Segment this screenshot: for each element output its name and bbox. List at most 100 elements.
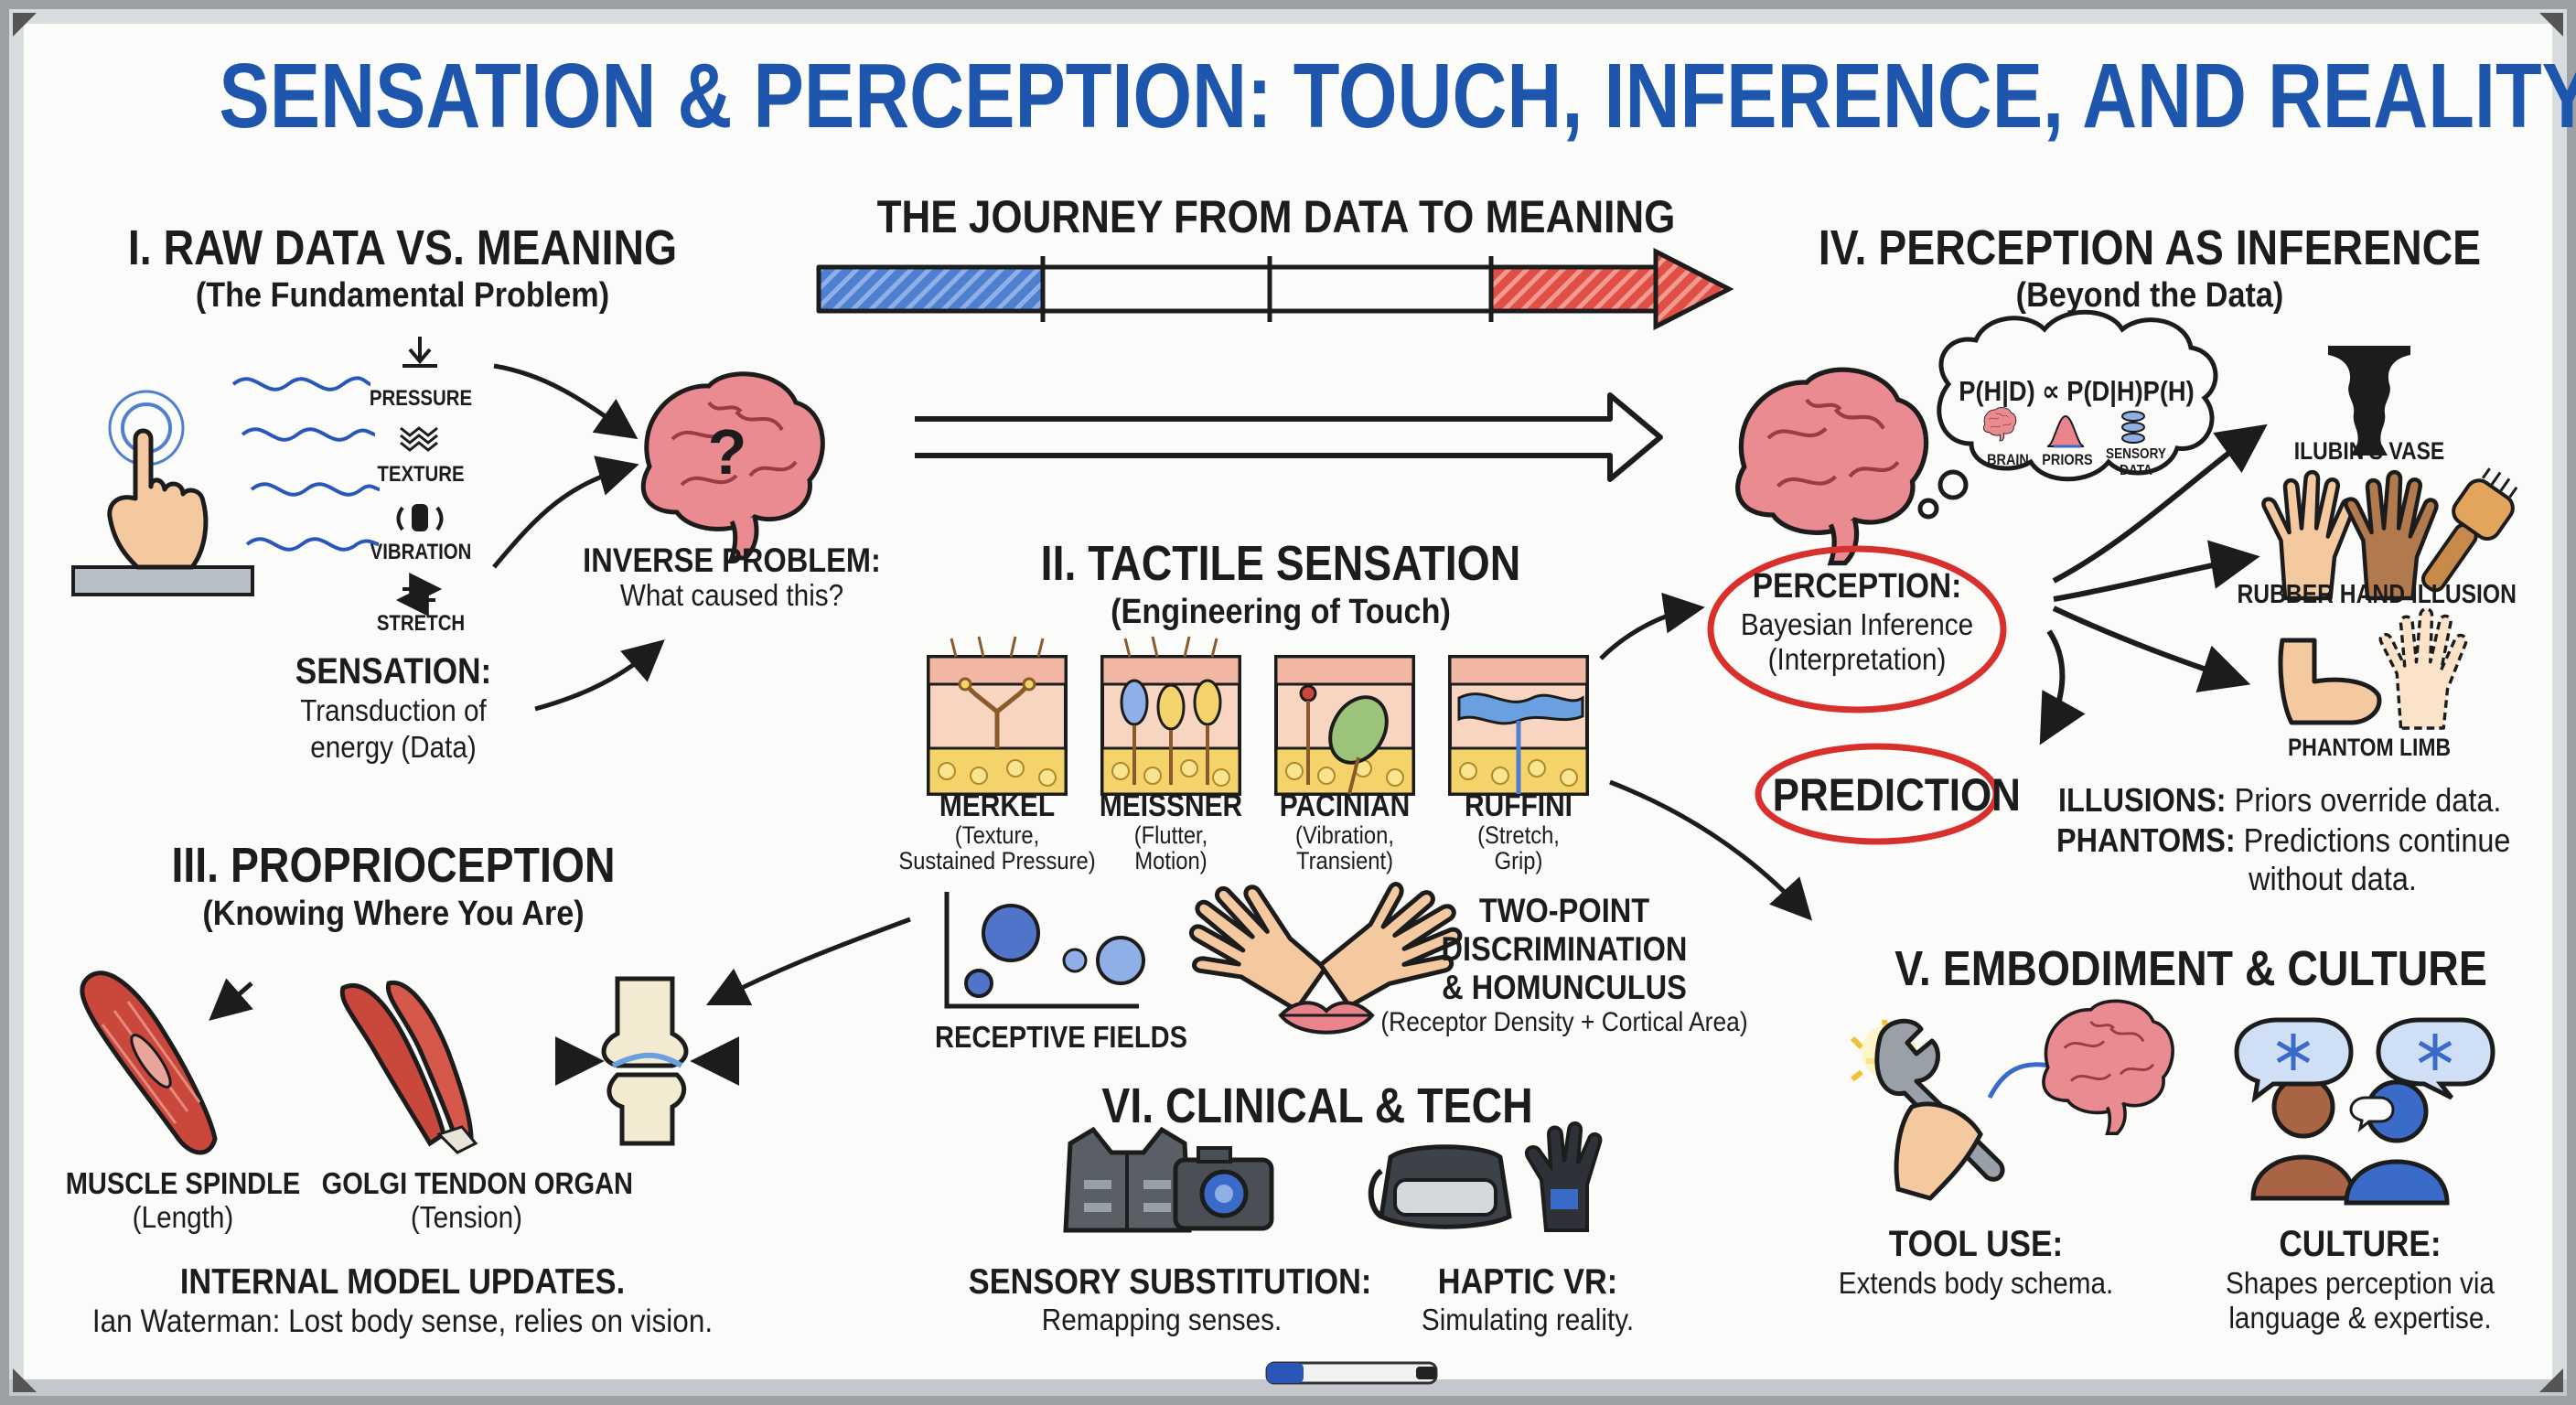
inverse-problem-title: INVERSE PROBLEM: [583, 542, 881, 579]
whiteboard-marker-icon[interactable] [1265, 1361, 1438, 1385]
knee-joint-icon [554, 976, 740, 1146]
section-4-subheading: (Beyond the Data) [2015, 276, 2284, 315]
section-2-heading: II. TACTILE SENSATION [1040, 536, 1521, 591]
bubble-sensory-label: SENSORY [2105, 446, 2167, 462]
merkel-receptor-icon [927, 636, 1068, 796]
receptor-meissner-line-2: Motion) [1134, 847, 1208, 874]
two-point-line-3: & HOMUNCULUS [1442, 969, 1687, 1006]
rubber-hand-label: RUBBER HAND ILLUSION [2237, 580, 2517, 609]
illusions-text: Priors override data. [2234, 781, 2502, 819]
tool-use-text: Extends body schema. [1838, 1266, 2114, 1300]
internal-model-text: Ian Waterman: Lost body sense, relies on… [91, 1303, 714, 1339]
receptive-fields-label: RECEPTIVE FIELDS [935, 1020, 1187, 1054]
muscle-spindle-title: MUSCLE SPINDLE [65, 1166, 301, 1200]
substitution-title: SENSORY SUBSTITUTION: [968, 1262, 1372, 1302]
prediction-label: PREDICTION [1772, 769, 2021, 820]
receptor-pacinian-line-2: Transient) [1295, 847, 1394, 874]
perception-line-2: (Interpretation) [1767, 642, 1947, 676]
illusions-row: ILLUSIONS: Priors override data. [2058, 781, 2519, 820]
vest-icon [1063, 1126, 1192, 1233]
receptor-ruffini-line-2: Grip) [1494, 847, 1543, 874]
phantoms-label: PHANTOMS: [2056, 821, 2236, 859]
tool-use-title: TOOL USE: [1888, 1224, 2064, 1264]
section-3-heading: III. PROPRIOCEPTION [171, 838, 616, 893]
vr-headset-icon [1368, 1144, 1512, 1229]
section-3-subheading: (Knowing Where You Are) [202, 895, 585, 933]
journey-arrow [816, 247, 1734, 331]
haptic-text: Simulating reality. [1421, 1303, 1635, 1336]
receptor-merkel-name: MERKEL [939, 788, 1056, 823]
bubble-data-label: DATA [2120, 463, 2152, 478]
golgi-title: GOLGI TENDON ORGAN [321, 1166, 634, 1200]
journey-label: THE JOURNEY FROM DATA TO MEANING [876, 191, 1676, 242]
internal-model-title: INTERNAL MODEL UPDATES. [179, 1262, 626, 1302]
svg-text:?: ? [708, 416, 747, 488]
page-title: SENSATION & PERCEPTION: TOUCH, INFERENCE… [219, 45, 2576, 147]
perception-line-1: Bayesian Inference [1740, 607, 1974, 641]
golgi-note: (Tension) [410, 1200, 523, 1234]
two-point-line-2: DISCRIMINATION [1441, 930, 1688, 968]
section-5-heading: V. EMBODIMENT & CULTURE [1894, 941, 2487, 996]
culture-line-2: language & expertise. [2228, 1301, 2492, 1335]
two-point-line-1: TWO-POINT [1478, 892, 1650, 929]
pacinian-receptor-icon [1274, 655, 1415, 796]
section-1-heading: I. RAW DATA VS. MEANING [127, 220, 678, 275]
stretch-icon [395, 573, 443, 617]
substitution-text: Remapping senses. [1041, 1303, 1283, 1336]
meissner-receptor-icon [1100, 636, 1241, 796]
bayes-formula: P(H|D) ∝ P(D|H)P(H) [1959, 375, 2195, 407]
stimulus-vibration: VIBRATION [370, 540, 472, 564]
receptor-merkel-line-2: Sustained Pressure) [898, 847, 1096, 874]
illusions-label: ILLUSIONS: [2058, 781, 2227, 819]
receptor-pacinian-line-1: (Vibration, [1295, 821, 1394, 849]
muscle-spindle-icon [80, 971, 253, 1155]
culture-title: CULTURE: [2279, 1224, 2442, 1264]
culture-people-icon [2234, 1017, 2496, 1203]
thought-bubble-icon [1917, 309, 2218, 520]
perception-circle [1707, 545, 2007, 713]
homunculus-hands-icon [1167, 864, 1479, 1035]
rubber-hand-icon [2263, 467, 2518, 601]
sensation-line-1: Transduction of [300, 693, 487, 727]
vase-icon [2328, 346, 2410, 456]
phantoms-text-2: without data. [2249, 860, 2417, 897]
stimulus-texture: TEXTURE [377, 462, 465, 487]
bubble-priors-label: PRIORS [2042, 451, 2093, 468]
receptive-fields-plot [944, 892, 1145, 1009]
phantom-limb-label: PHANTOM LIMB [2287, 734, 2452, 761]
receptor-meissner-line-1: (Flutter, [1133, 821, 1208, 849]
section-2-subheading: (Engineering of Touch) [1111, 593, 1451, 631]
prediction-circle [1755, 743, 2000, 845]
ruffini-receptor-icon [1448, 655, 1589, 796]
arm-icon [2278, 638, 2382, 725]
section-4-heading: IV. PERCEPTION AS INFERENCE [1818, 220, 2482, 275]
inverse-problem-text: What caused this? [619, 578, 844, 612]
phantoms-text: Predictions continue [2243, 821, 2511, 859]
phantoms-row: PHANTOMS: Predictions continue [2056, 821, 2517, 860]
two-point-note: (Receptor Density + Cortical Area) [1380, 1007, 1748, 1037]
vase-label: ILUBIN'S VASE [2293, 437, 2445, 465]
muscle-spindle-note: (Length) [132, 1200, 234, 1234]
camera-icon [1173, 1146, 1274, 1231]
signal-waves-icon [231, 376, 381, 552]
section-6-heading: VI. CLINICAL & TECH [1101, 1078, 1533, 1133]
sensation-title: SENSATION: [295, 651, 492, 692]
stimulus-stretch: STRETCH [376, 611, 466, 636]
sensation-line-2: energy (Data) [310, 730, 477, 764]
vibration-icon [396, 504, 444, 531]
wrench-icon [1850, 1018, 2005, 1201]
bubble-brain-label: BRAIN [1987, 451, 2029, 468]
haptic-glove-icon [1524, 1121, 1603, 1232]
receptor-merkel-line-1: (Texture, [954, 821, 1040, 849]
stimulus-pressure: PRESSURE [369, 386, 473, 411]
receptor-ruffini-line-1: (Stretch, [1477, 821, 1560, 849]
section-1-subheading: (The Fundamental Problem) [195, 276, 610, 315]
bubble-mini-icons [1983, 407, 2145, 448]
pressure-icon [402, 337, 437, 368]
finger-press-icon [71, 390, 254, 596]
golgi-tendon-organ-icon [339, 981, 478, 1154]
haptic-title: HAPTIC VR: [1437, 1262, 1618, 1302]
texture-icon [400, 426, 438, 452]
perception-title: PERCEPTION: [1752, 567, 1962, 606]
